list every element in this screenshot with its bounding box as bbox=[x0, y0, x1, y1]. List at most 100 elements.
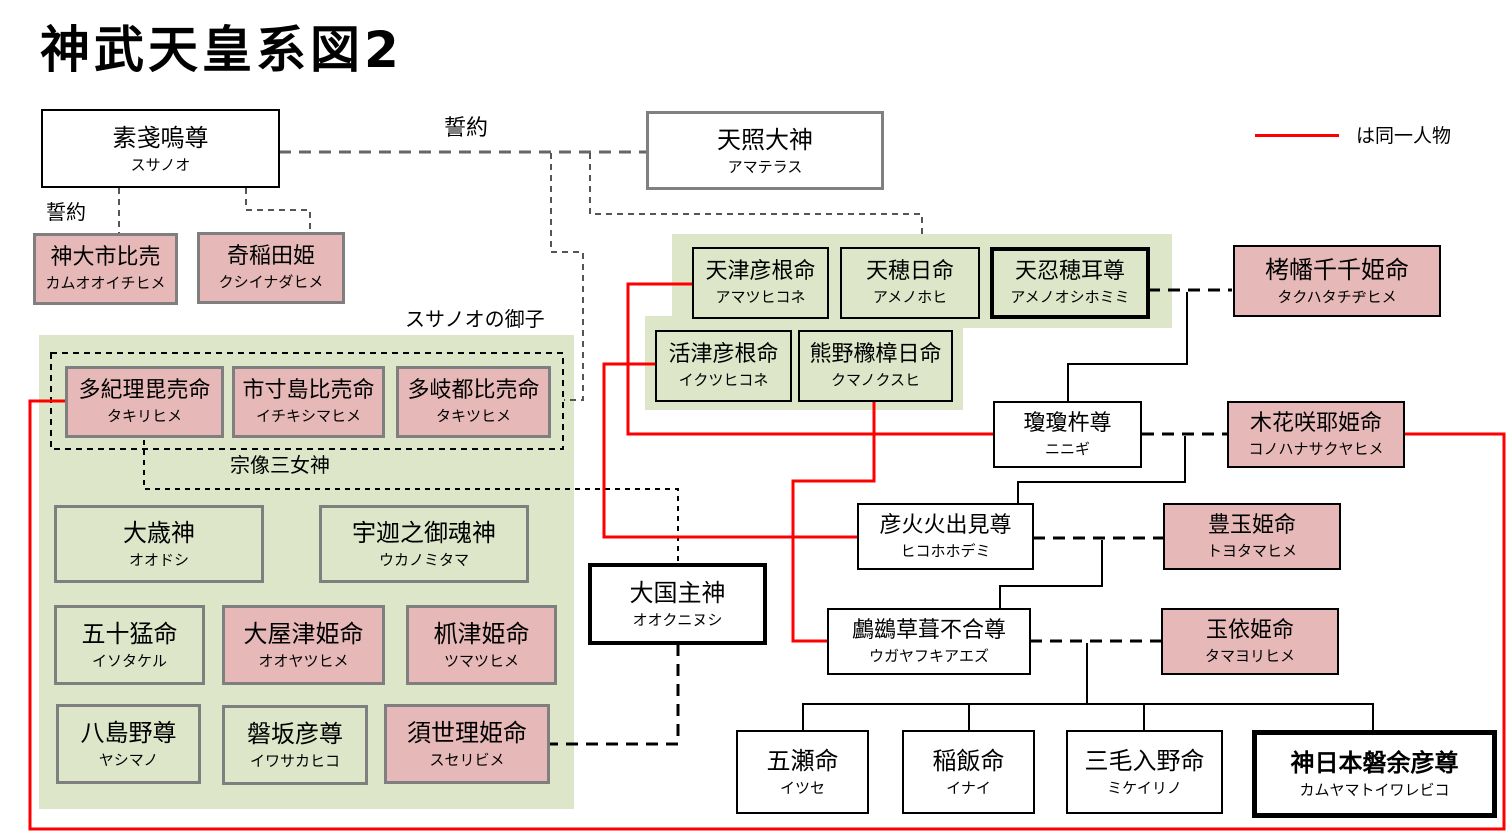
person-ichikishimahime: 市寸島比売命 イチキシマヒメ bbox=[232, 366, 385, 438]
person-kana: アメノホヒ bbox=[872, 288, 948, 306]
person-name: 稲飯命 bbox=[932, 747, 1005, 775]
person-amenohohi: 天穂日命 アメノホヒ bbox=[840, 247, 980, 319]
person-tsumatsuhime: 枛津姫命 ツマツヒメ bbox=[406, 605, 557, 685]
person-kana: クマノクスヒ bbox=[830, 371, 921, 389]
person-kana: スセリビメ bbox=[429, 751, 505, 769]
person-name: 市寸島比売命 bbox=[242, 378, 375, 403]
person-tamayorihime: 玉依姫命 タマヨリヒメ bbox=[1161, 608, 1339, 675]
person-takuhatachijihime: 栲幡千千姫命 タクハタチヂヒメ bbox=[1233, 245, 1441, 317]
person-kana: タマヨリヒメ bbox=[1204, 646, 1295, 665]
person-name: 天津彦根命 bbox=[705, 259, 816, 284]
person-name: 熊野櫲樟日命 bbox=[809, 342, 942, 367]
person-name: 瓊瓊杵尊 bbox=[1023, 410, 1112, 436]
person-kushinadahime: 奇稲田姫 クシイナダヒメ bbox=[197, 232, 345, 304]
person-name: 天穂日命 bbox=[865, 259, 954, 284]
person-name: 栲幡千千姫命 bbox=[1265, 256, 1409, 284]
legend-red-line bbox=[1255, 134, 1339, 137]
person-kana: アメノオシホミミ bbox=[1010, 288, 1130, 306]
person-name: 神大市比売 bbox=[50, 245, 161, 270]
person-name: 神日本磐余彦尊 bbox=[1290, 749, 1459, 777]
person-kana: ウガヤフキアエズ bbox=[868, 646, 989, 665]
person-name: 五十猛命 bbox=[81, 620, 178, 648]
susanoo-children-label: スサノオの御子 bbox=[405, 307, 545, 331]
person-itsuse: 五瀬命 イツセ bbox=[736, 730, 869, 814]
person-kana: イナイ bbox=[946, 779, 991, 797]
person-takirihime: 多紀理毘売命 タキリヒメ bbox=[65, 366, 224, 438]
person-name: 豊玉姫命 bbox=[1207, 512, 1296, 538]
person-name: 三毛入野命 bbox=[1084, 747, 1205, 775]
person-name: 大屋津姫命 bbox=[243, 620, 364, 648]
person-name: 天忍穂耳尊 bbox=[1014, 259, 1125, 284]
person-name: 活津彦根命 bbox=[668, 342, 779, 367]
kumano-ugaya-red-line bbox=[791, 402, 876, 643]
person-name: 玉依姫命 bbox=[1205, 617, 1294, 643]
person-suserihime: 須世理姫命 スセリビメ bbox=[384, 704, 550, 784]
person-kana: イクツヒコネ bbox=[678, 371, 769, 389]
oath-label-top: 誓約 bbox=[444, 116, 489, 141]
person-mikeirino: 三毛入野命 ミケイリノ bbox=[1066, 730, 1223, 814]
person-kana: イツセ bbox=[779, 779, 825, 797]
person-amenooshihomimi: 天忍穂耳尊 アメノオシホミミ bbox=[990, 247, 1150, 319]
person-ikutsuhikone: 活津彦根命 イクツヒコネ bbox=[655, 330, 792, 402]
person-kana: ニニギ bbox=[1044, 439, 1090, 458]
munakata-label: 宗像三女神 bbox=[230, 453, 330, 477]
person-kana: アマテラス bbox=[727, 157, 803, 176]
amatsuhikone-ninigi-red-line bbox=[626, 282, 994, 436]
person-isotakeru: 五十猛命 イソタケル bbox=[54, 605, 205, 685]
person-name: 素戔嗚尊 bbox=[112, 123, 209, 152]
person-kana: ヒコホホデミ bbox=[900, 541, 991, 560]
ninigi-to-hohodemi-line bbox=[1017, 436, 1186, 505]
person-name: 鸕鷀草葺不合尊 bbox=[851, 617, 1006, 643]
person-inai: 稲飯命 イナイ bbox=[902, 730, 1035, 814]
person-name: 彦火火出見尊 bbox=[879, 512, 1012, 538]
person-name: 奇稲田姫 bbox=[226, 244, 315, 269]
person-kana: トヨタマヒメ bbox=[1206, 541, 1297, 560]
person-name: 八島野尊 bbox=[80, 719, 177, 747]
person-yashimano: 八島野尊 ヤシマノ bbox=[56, 704, 201, 784]
person-kana: コノハナサクヤヒメ bbox=[1248, 439, 1384, 458]
oshihomimi-to-ninigi-line bbox=[1067, 292, 1188, 402]
person-kana: イワサカヒコ bbox=[249, 752, 340, 770]
person-takitsuhime: 多岐都比売命 タキツヒメ bbox=[396, 366, 551, 438]
person-kana: カムオオイチヒメ bbox=[45, 274, 166, 292]
person-konohanasakuyahime: 木花咲耶姫命 コノハナサクヤヒメ bbox=[1227, 401, 1405, 468]
person-kumanokusubi: 熊野櫲樟日命 クマノクスヒ bbox=[798, 330, 953, 402]
takiri-jimmu-konohana-red-line bbox=[28, 399, 1506, 831]
person-toyotamahime: 豊玉姫命 トヨタマヒメ bbox=[1163, 503, 1341, 570]
person-kana: ツマツヒメ bbox=[443, 652, 519, 670]
person-kana: アマツヒコネ bbox=[715, 288, 806, 306]
person-name: 磐坂彦尊 bbox=[247, 720, 343, 748]
person-kamuoichihime: 神大市比売 カムオオイチヒメ bbox=[33, 233, 178, 305]
person-kana: オオヤツヒメ bbox=[258, 652, 349, 670]
person-otoshi: 大歳神 オオドシ bbox=[54, 505, 264, 583]
person-okuninushi: 大国主神 オオクニヌシ bbox=[588, 563, 767, 645]
person-name: 大歳神 bbox=[123, 519, 195, 547]
person-name: 大国主神 bbox=[629, 579, 726, 607]
person-kana: スサノオ bbox=[130, 155, 191, 174]
person-kana: イチキシマヒメ bbox=[255, 407, 361, 425]
person-name: 多紀理毘売命 bbox=[78, 378, 211, 403]
person-jimmu: 神日本磐余彦尊 カムヤマトイワレビコ bbox=[1252, 730, 1497, 818]
person-iwasakahiko: 磐坂彦尊 イワサカヒコ bbox=[222, 705, 368, 785]
oath-to-munakata-line bbox=[550, 153, 584, 401]
person-kana: カムヤマトイワレビコ bbox=[1299, 781, 1450, 799]
person-kana: オオドシ bbox=[128, 551, 189, 569]
person-hikohohodemi: 彦火火出見尊 ヒコホホデミ bbox=[857, 503, 1034, 570]
person-kana: オオクニヌシ bbox=[632, 611, 723, 629]
person-name: 枛津姫命 bbox=[433, 620, 530, 648]
person-name: 五瀬命 bbox=[766, 747, 839, 775]
person-ninigi: 瓊瓊杵尊 ニニギ bbox=[993, 401, 1142, 468]
person-name: 多岐都比売命 bbox=[407, 378, 540, 403]
person-kana: タキツヒメ bbox=[435, 407, 511, 425]
ikutsuhikone-hohodemi-red-line bbox=[602, 362, 858, 539]
legend-text: は同一人物 bbox=[1356, 125, 1452, 147]
person-kana: ウカノミタマ bbox=[378, 551, 469, 569]
children-bar bbox=[802, 703, 1374, 730]
person-name: 木花咲耶姫命 bbox=[1249, 410, 1382, 436]
person-ukanomitama: 宇迦之御魂神 ウカノミタマ bbox=[319, 505, 529, 583]
oath-label-left: 誓約 bbox=[46, 200, 86, 224]
takiri-okuninushi-line bbox=[143, 410, 679, 563]
hohodemi-to-ugaya-line bbox=[999, 540, 1103, 608]
susanoo-kushinada-line bbox=[245, 188, 311, 233]
okuninushi-suseri-line bbox=[550, 644, 680, 746]
